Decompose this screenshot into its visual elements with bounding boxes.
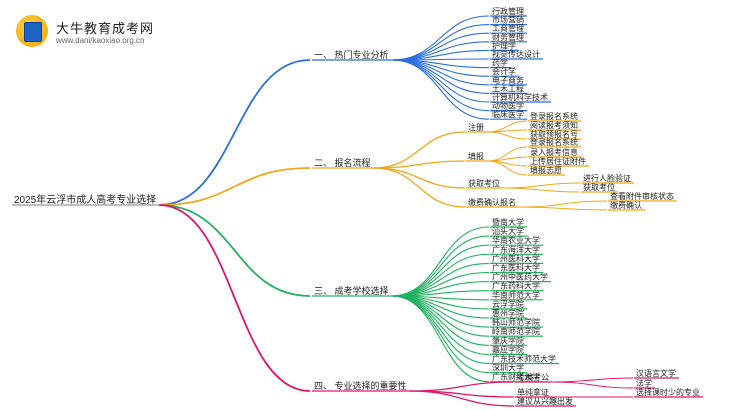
leaf-topic: 获取考位 bbox=[583, 182, 615, 192]
subtopic-connector bbox=[373, 167, 466, 208]
leaf-topic: 岭南师范学院 bbox=[492, 326, 540, 336]
leaf-topic: 会计学 bbox=[492, 66, 516, 76]
subtopic-connector bbox=[409, 381, 515, 392]
leaf-topic: 临床医学 bbox=[492, 109, 524, 119]
leaf-topic: 工商管理 bbox=[492, 23, 524, 33]
subtopic-connector bbox=[373, 167, 466, 189]
subtopic-connector bbox=[373, 131, 466, 169]
leaf-connector bbox=[486, 131, 528, 140]
leaf-topic: 广东医科大学 bbox=[492, 263, 540, 273]
leaf-topic: 韩山师范学院 bbox=[492, 317, 540, 327]
leaf-topic: 广东药科大学 bbox=[492, 281, 540, 291]
leaf-connector bbox=[502, 182, 581, 189]
leaf-topic: 护理学 bbox=[492, 40, 516, 50]
leaf-topic: 深圳大学 bbox=[492, 363, 524, 373]
leaf-connector bbox=[518, 206, 608, 211]
leaf-topic: 法学 bbox=[636, 378, 652, 388]
leaf-connector bbox=[391, 295, 490, 355]
subtopic-connector bbox=[409, 390, 515, 407]
leaf-connector bbox=[391, 59, 490, 120]
leaf-connector bbox=[391, 15, 490, 61]
subtopic: 获取考位 bbox=[468, 178, 500, 188]
leaf-topic: 暨南大学 bbox=[492, 217, 524, 227]
leaf-connector bbox=[551, 377, 634, 383]
subtopic: 考编考公 bbox=[517, 372, 549, 382]
site-url: www.dani/kaoxiao.org.cn bbox=[56, 36, 145, 45]
leaf-connector bbox=[391, 295, 490, 328]
leaf-topic: 药学 bbox=[492, 58, 508, 68]
subtopic: 单纯拿证 bbox=[517, 387, 549, 397]
leaf-connector bbox=[486, 129, 528, 133]
leaf-topic: 云浮学院 bbox=[492, 299, 524, 309]
leaf-topic: 计算机科学技术 bbox=[492, 92, 548, 102]
branch-topic: 一、 热门专业分析 bbox=[314, 49, 389, 60]
leaf-connector bbox=[518, 200, 608, 208]
subtopic: 注册 bbox=[468, 122, 484, 132]
branch-topic: 四、 专业选择的重要性 bbox=[314, 380, 407, 391]
leaf-topic: 华南师范大学 bbox=[492, 290, 540, 300]
leaf-topic: 广州中医药大学 bbox=[492, 272, 548, 282]
leaf-topic: 阅读报考须知 bbox=[530, 120, 578, 130]
leaf-topic: 广东海洋大学 bbox=[492, 244, 540, 254]
leaf-topic: 汕头大学 bbox=[492, 226, 524, 236]
leaf-topic: 广东技术师范大学 bbox=[492, 354, 556, 364]
branch-connector bbox=[159, 204, 311, 297]
subtopic-connector bbox=[373, 160, 466, 169]
leaf-topic: 选择课时少的专业 bbox=[636, 387, 700, 397]
leaf-topic: 嘉应学院 bbox=[492, 344, 524, 354]
leaf-connector bbox=[391, 59, 490, 94]
leaf-topic: 上传居住证附件 bbox=[530, 156, 586, 166]
leaf-topic: 广州医科大学 bbox=[492, 253, 540, 263]
leaf-topic: 动物医学 bbox=[492, 101, 524, 111]
subtopic: 填报 bbox=[468, 151, 484, 161]
leaf-topic: 市场营销 bbox=[492, 15, 524, 25]
leaf-topic: 肇庆学院 bbox=[492, 335, 524, 345]
leaf-connector bbox=[391, 32, 490, 61]
leaf-topic: 登录报名系统 bbox=[530, 111, 578, 121]
leaf-topic: 登录报名系统 bbox=[530, 137, 578, 147]
leaf-connector bbox=[391, 235, 490, 297]
root-topic: 2025年云浮市成人高考专业选择 bbox=[14, 193, 156, 206]
leaf-topic: 土木工程 bbox=[492, 83, 524, 93]
leaf-topic: 填报志愿 bbox=[530, 165, 562, 175]
leaf-topic: 行政管理 bbox=[492, 6, 524, 16]
leaf-topic: 视觉传达设计 bbox=[492, 49, 540, 59]
leaf-topic: 获取预报名号 bbox=[530, 129, 578, 139]
branch-connector bbox=[159, 167, 311, 206]
leaf-connector bbox=[391, 295, 490, 383]
leaf-topic: 华南农业大学 bbox=[492, 235, 540, 245]
leaf-topic: 缴费确认 bbox=[610, 200, 642, 210]
leaf-topic: 进行人脸验证 bbox=[583, 173, 631, 183]
leaf-connector bbox=[502, 187, 581, 193]
branch-connector bbox=[159, 59, 311, 206]
leaf-topic: 汉语言文学 bbox=[636, 368, 676, 378]
leaf-connector bbox=[551, 381, 634, 389]
leaf-topic: 查看附件审核状态 bbox=[610, 191, 674, 201]
site-logo[interactable]: 大牛教育成考网 www.dani/kaoxiao.org.cn bbox=[8, 12, 198, 52]
branch-topic: 三、 成考学校选择 bbox=[314, 285, 389, 296]
leaf-topic: 惠州学院 bbox=[492, 308, 524, 318]
leaf-topic: 广东财经大学 bbox=[492, 372, 540, 382]
leaf-connector bbox=[486, 156, 528, 162]
branch-topic: 二、 报名流程 bbox=[314, 157, 371, 168]
leaf-topic: 财务管理 bbox=[492, 32, 524, 42]
subtopic: 建议从兴趣出发 bbox=[517, 396, 573, 406]
leaf-topic: 电子商务 bbox=[492, 75, 524, 85]
leaf-topic: 录入报考信息 bbox=[530, 147, 578, 157]
book-icon bbox=[24, 22, 42, 42]
leaf-connector bbox=[391, 226, 490, 297]
leaf-connector bbox=[486, 160, 528, 176]
leaf-connector bbox=[391, 59, 490, 103]
leaf-connector bbox=[391, 271, 490, 297]
leaf-connector bbox=[391, 295, 490, 365]
subtopic: 缴费确认报名 bbox=[468, 197, 516, 207]
site-name: 大牛教育成考网 bbox=[56, 21, 155, 36]
branch-connector bbox=[159, 204, 311, 392]
